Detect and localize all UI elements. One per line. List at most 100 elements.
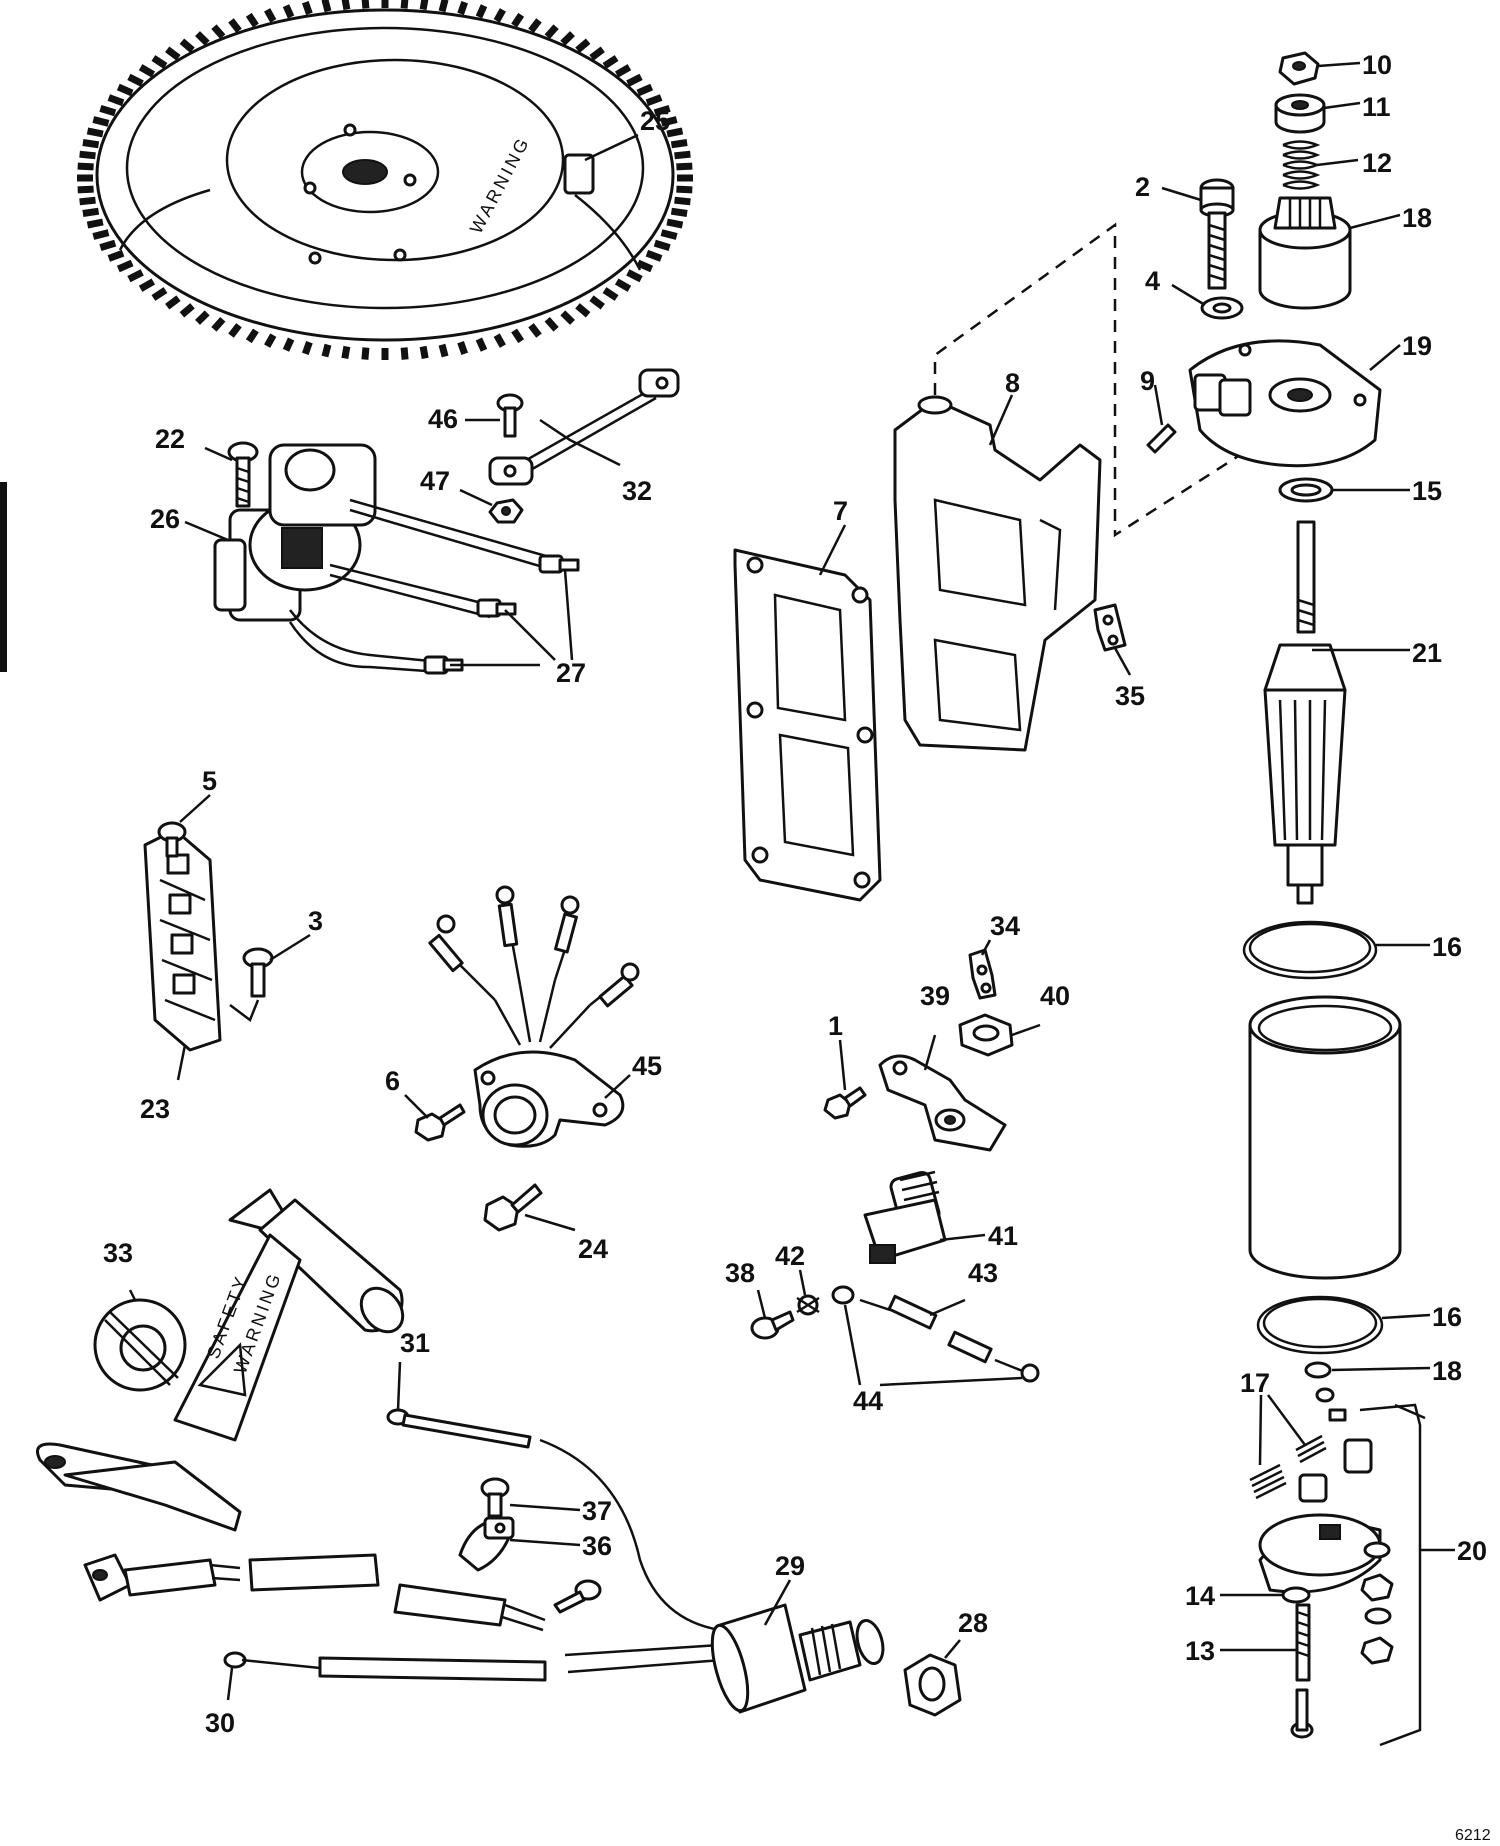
clip-part-36[interactable] bbox=[1093, 603, 1127, 652]
clamp-part-37[interactable] bbox=[458, 1516, 515, 1572]
flywheel-tooth bbox=[211, 24, 226, 40]
callout-27: 26 bbox=[150, 504, 180, 534]
flywheel-tooth bbox=[438, 0, 449, 13]
callout-35: 34 bbox=[990, 911, 1020, 941]
screw-part-23[interactable] bbox=[227, 441, 259, 508]
screw-part-6[interactable] bbox=[414, 1103, 466, 1142]
through-bolt-part-13[interactable] bbox=[1290, 1603, 1314, 1739]
grommet-part-34[interactable] bbox=[93, 1298, 187, 1392]
nut-part-10[interactable] bbox=[1278, 51, 1320, 86]
starter-frame[interactable] bbox=[1248, 995, 1402, 1280]
brush-springs-part-17[interactable] bbox=[1249, 1434, 1327, 1500]
mounting-bracket-part-8[interactable] bbox=[893, 395, 1102, 752]
callout-31: 30 bbox=[205, 1708, 235, 1738]
callout-39: 38 bbox=[725, 1258, 755, 1288]
flywheel-part-26[interactable]: WARNING bbox=[77, 0, 693, 360]
starter-switch-part-30[interactable] bbox=[564, 1603, 887, 1714]
callout-24: 23 bbox=[140, 1094, 170, 1124]
spring-part-12[interactable] bbox=[1282, 140, 1321, 190]
flywheel-tooth bbox=[670, 207, 688, 217]
flywheel-tooth bbox=[107, 249, 125, 262]
lead-part-44[interactable] bbox=[859, 1294, 1026, 1374]
flywheel-tooth bbox=[264, 333, 277, 348]
flywheel-tooth bbox=[195, 310, 210, 325]
lockwasher-part-43[interactable] bbox=[796, 1294, 820, 1316]
armature-part-22[interactable] bbox=[1263, 520, 1347, 905]
flywheel-tooth bbox=[674, 196, 691, 206]
flywheel-tooth bbox=[636, 259, 654, 273]
callout-16-bottom: 16 bbox=[1432, 1302, 1462, 1332]
nut-part-48[interactable] bbox=[488, 498, 524, 524]
flywheel-tooth bbox=[400, 0, 409, 9]
washer-part-4[interactable] bbox=[1200, 296, 1244, 320]
callout-47: 46 bbox=[428, 404, 458, 434]
screw-part-38[interactable] bbox=[480, 1477, 510, 1518]
o-ring-part-16-bottom[interactable] bbox=[1256, 1295, 1384, 1355]
flywheel-tooth bbox=[151, 287, 168, 301]
page-edge-bar bbox=[0, 482, 7, 672]
flywheel-tooth bbox=[645, 249, 663, 262]
callout-21: 20 bbox=[1457, 1536, 1487, 1566]
stator-assembly-part-27[interactable] bbox=[213, 443, 377, 622]
flywheel-tooth bbox=[438, 343, 449, 358]
flywheel-tooth bbox=[245, 12, 259, 28]
solenoid-part-46[interactable] bbox=[473, 979, 625, 1148]
callout-33: 32 bbox=[622, 476, 652, 506]
callout-10: 10 bbox=[1362, 50, 1392, 80]
terminal-part-45[interactable] bbox=[831, 1285, 1040, 1383]
flywheel-tooth bbox=[626, 73, 643, 87]
cable-part-32[interactable] bbox=[386, 1408, 721, 1632]
flywheel-tooth bbox=[626, 269, 643, 283]
callout-20: 19 bbox=[1402, 331, 1432, 361]
washer-part-18[interactable] bbox=[1304, 1361, 1332, 1379]
flywheel-tooth bbox=[127, 269, 144, 283]
screw-part-1[interactable] bbox=[823, 1086, 867, 1120]
callout-labels: 10 11 12 2 18 4 19 9 15 21 16 16 18 17 2… bbox=[103, 50, 1491, 1844]
callout-23: 22 bbox=[155, 424, 185, 454]
screw-part-47[interactable] bbox=[496, 393, 524, 438]
commutator-end-cap-part-21[interactable] bbox=[1258, 1387, 1422, 1747]
safety-warning-cable[interactable]: SAFETY WARNING bbox=[36, 1188, 412, 1532]
screw-part-5[interactable] bbox=[157, 821, 187, 858]
spacer-part-11[interactable] bbox=[1274, 93, 1326, 134]
solenoid-leads[interactable] bbox=[428, 885, 640, 1008]
cable-part-31[interactable] bbox=[223, 1651, 547, 1682]
ground-lead-part-33[interactable] bbox=[488, 368, 680, 486]
flywheel-tooth bbox=[99, 239, 117, 251]
clip-part-35[interactable] bbox=[968, 948, 997, 1000]
nut-part-41[interactable] bbox=[958, 1013, 1014, 1057]
bolt-part-2[interactable] bbox=[1199, 178, 1235, 290]
flywheel-tooth bbox=[457, 1, 468, 15]
drive-end-cap-part-20[interactable] bbox=[1188, 339, 1382, 468]
gasket-part-7[interactable] bbox=[733, 548, 882, 902]
flywheel-tooth bbox=[419, 345, 429, 360]
callout-12: 12 bbox=[1362, 148, 1392, 178]
callout-1: 1 bbox=[828, 1011, 843, 1041]
callout-18: 18 bbox=[1432, 1356, 1462, 1386]
flywheel-tooth bbox=[302, 1, 313, 15]
bracket-part-40[interactable] bbox=[878, 1054, 1007, 1152]
switch-part-42[interactable] bbox=[863, 1170, 947, 1264]
pin-part-9[interactable] bbox=[1146, 423, 1177, 454]
flywheel-tooth bbox=[544, 24, 559, 40]
screw-part-39[interactable] bbox=[750, 1310, 795, 1340]
flywheel-tooth bbox=[493, 333, 506, 348]
cable-connector-lower[interactable] bbox=[393, 1579, 602, 1632]
flywheel-tooth bbox=[674, 150, 691, 160]
washer-part-15[interactable] bbox=[1278, 477, 1334, 503]
callout-15: 15 bbox=[1412, 476, 1442, 506]
callout-17: 17 bbox=[1240, 1368, 1270, 1398]
battery-cable-lower[interactable] bbox=[83, 1553, 380, 1602]
bolt-part-25[interactable] bbox=[483, 1183, 543, 1232]
flywheel-tooth bbox=[666, 218, 684, 229]
pinion-gear-part-19[interactable] bbox=[1258, 196, 1352, 310]
flywheel-tooth bbox=[82, 207, 100, 217]
lockwasher-part-14[interactable] bbox=[1281, 1586, 1311, 1604]
callout-29: 28 bbox=[958, 1608, 988, 1638]
nut-part-29[interactable] bbox=[903, 1653, 962, 1717]
terminal-block-part-24[interactable] bbox=[143, 828, 260, 1052]
o-ring-part-16-top[interactable] bbox=[1242, 920, 1378, 980]
callout-2: 2 bbox=[1135, 172, 1150, 202]
screw-part-3[interactable] bbox=[242, 947, 274, 998]
callout-8: 8 bbox=[1005, 368, 1020, 398]
